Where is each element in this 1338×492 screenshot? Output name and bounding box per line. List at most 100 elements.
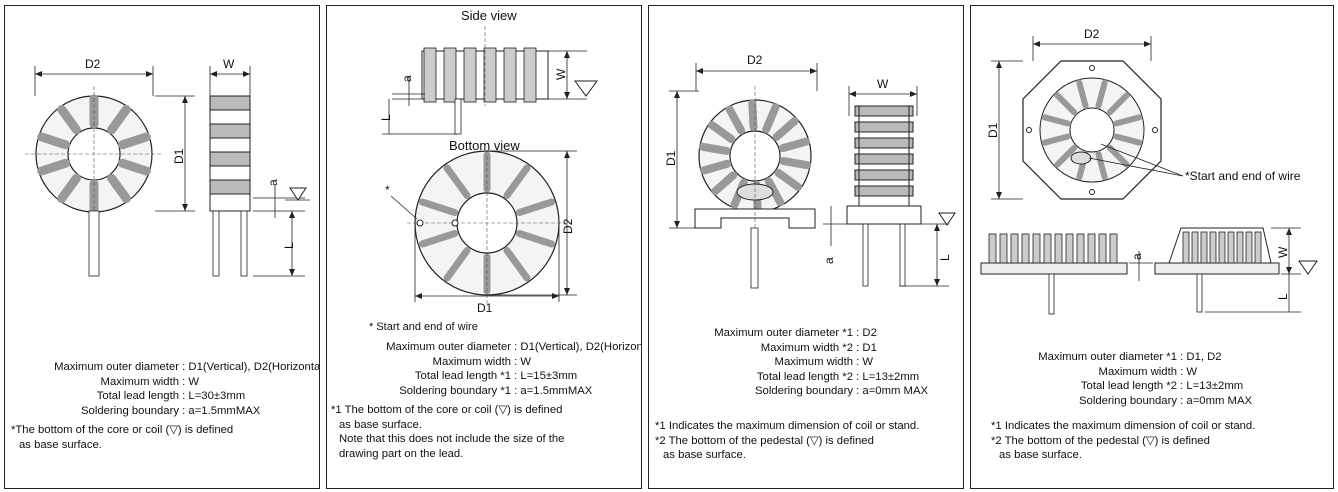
spec-key: Maximum outer diameter *1 <box>1038 351 1177 363</box>
spec-key: Maximum width *2 <box>760 341 853 354</box>
d1-label: D1 <box>664 150 678 166</box>
spec-row: Maximum outer diameter : D1(Vertical), D… <box>331 340 642 355</box>
toroid-on-pedestal-side <box>846 105 922 287</box>
note-line: drawing part on the lead. <box>339 447 464 460</box>
toroid-front-view <box>25 86 163 277</box>
d2-label: D2 <box>1084 27 1100 41</box>
spec-value: : a=1.5mmMAX <box>179 404 261 417</box>
winding <box>1106 144 1130 168</box>
winding <box>1032 233 1041 264</box>
winding <box>1010 233 1019 264</box>
note-line: as base surface. <box>19 438 102 451</box>
winding <box>483 47 497 103</box>
winding <box>711 171 738 196</box>
winding <box>1087 233 1096 264</box>
winding <box>443 247 471 282</box>
winding <box>1021 233 1030 264</box>
panel-2-notes: *1 The bottom of the core or coil (▽) is… <box>331 403 564 461</box>
winding <box>774 168 803 191</box>
winding <box>1041 114 1071 127</box>
spec-value: : a=0mm MAX <box>853 385 929 397</box>
winding <box>1095 151 1108 181</box>
spec-key: Total lead length *1 <box>414 370 511 382</box>
panel-4-drawing: D2 D1 *Start and end of wire <box>980 27 1318 315</box>
winding <box>1113 133 1143 146</box>
spec-row: Maximum width : W <box>331 355 641 370</box>
winding <box>1113 114 1143 127</box>
winding <box>1245 231 1253 264</box>
winding <box>1054 92 1078 116</box>
w-label: W <box>1276 246 1290 258</box>
l-label: L <box>379 114 393 121</box>
d1-label: D1 <box>477 301 493 315</box>
spec-row: Maximum outer diameter : D1(Vertical), D… <box>11 360 319 375</box>
winding <box>1076 233 1085 264</box>
winding <box>999 233 1008 264</box>
winding <box>515 230 556 248</box>
panel-3-notes: *1 Indicates the maximum dimension of co… <box>655 419 919 463</box>
note-line: *2 The bottom of the pedestal (▽) is def… <box>991 434 1210 447</box>
winding <box>423 47 437 103</box>
winding <box>1254 231 1262 264</box>
winding <box>1054 233 1063 264</box>
panel-1-drawing: D2 D1 W <box>25 57 310 277</box>
spec-value: : L=13±2mm <box>853 370 920 383</box>
spec-value: : L=30±3mm <box>179 390 246 402</box>
panel-4: D2 D1 *Start and end of wire <box>970 5 1334 489</box>
panel-1-specs: Maximum outer diameter : D1(Vertical), D… <box>11 360 319 418</box>
spec-value: : a=1.5mmMAX <box>511 384 593 397</box>
winding <box>1109 233 1118 264</box>
winding <box>764 177 785 207</box>
spec-value: : L=13±2mm <box>1177 380 1244 392</box>
w-label: W <box>554 68 568 80</box>
spec-value: : D1(Vertical), D2(Horizontal) <box>514 341 642 353</box>
winding <box>1227 231 1235 264</box>
spec-key: Total lead length *2 <box>1080 380 1177 392</box>
winding <box>57 105 81 135</box>
winding <box>523 47 537 103</box>
winding <box>443 47 457 103</box>
winding <box>118 132 151 150</box>
toroid-on-pedestal-front <box>694 86 816 289</box>
w-label: W <box>223 57 235 71</box>
note-line: *1 The bottom of the core or coil (▽) is… <box>331 404 563 416</box>
toroid-side-view <box>209 95 251 277</box>
winding <box>515 198 556 216</box>
winding <box>57 173 81 203</box>
spec-value: : W <box>853 356 874 368</box>
winding <box>1076 79 1089 109</box>
spec-value: : a=0mm MAX <box>1177 394 1253 407</box>
start-end-label: *Start and end of wire <box>1185 169 1301 183</box>
d1-label: D1 <box>172 148 186 164</box>
winding <box>118 158 151 176</box>
d2-label: D2 <box>561 218 575 234</box>
winding <box>748 99 758 132</box>
winding <box>772 116 799 141</box>
winding <box>107 173 131 203</box>
winding <box>418 198 459 216</box>
spec-value: : W <box>179 375 200 388</box>
spec-key: Soldering boundary <box>81 404 179 417</box>
winding <box>779 157 812 170</box>
winding <box>707 121 736 144</box>
spec-key: Maximum outer diameter <box>386 341 511 353</box>
panel-1-notes: *The bottom of the core or coil (▽) is d… <box>11 423 233 452</box>
panel-2-drawing: Side view a L W Bottom view * <box>369 8 598 333</box>
winding <box>1095 79 1108 109</box>
start-end-footnote: * Start and end of wire <box>369 321 478 333</box>
spec-row: Total lead length : L=30±3mm <box>11 389 319 404</box>
spec-row: Maximum width : W <box>11 375 319 390</box>
spec-value: : D1 <box>853 341 877 354</box>
winding <box>1054 144 1078 168</box>
winding <box>1191 231 1199 264</box>
winding <box>1041 133 1071 146</box>
base-surface-symbol <box>574 80 598 97</box>
winding <box>107 105 131 135</box>
winding <box>1218 231 1226 264</box>
winding <box>1065 233 1074 264</box>
note-line: *The bottom of the core or coil (▽) is d… <box>11 424 234 436</box>
a-label: a <box>400 75 414 82</box>
spec-row: Total lead length *2 : L=13±2mm <box>655 370 928 385</box>
